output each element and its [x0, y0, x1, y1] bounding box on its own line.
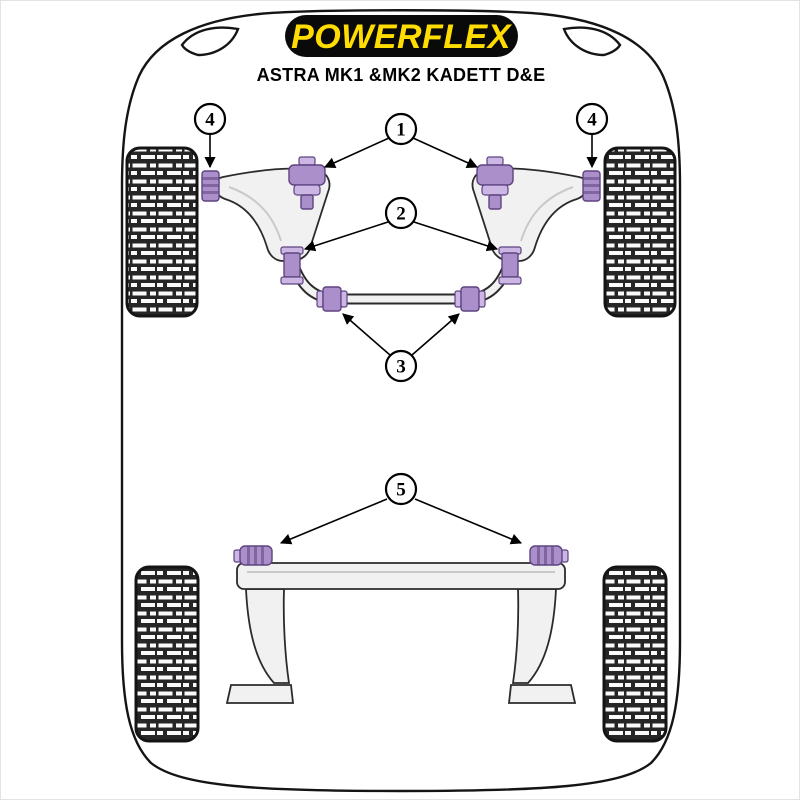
lower-bushing-left: [280, 246, 304, 285]
callout-1-arrow-left: [323, 137, 390, 168]
callout-5-arrow-right: [414, 498, 523, 545]
trailing-arm-right: [511, 588, 557, 684]
bushing-rib: [583, 184, 600, 187]
callout-1-arrow-right: [412, 137, 479, 168]
bushing-cap-left: [316, 290, 324, 308]
trailing-arm-foot-left: [225, 684, 295, 704]
trailing-arm-left: [245, 588, 291, 684]
callout-label: 4: [587, 110, 597, 131]
bushing-cap-right: [478, 290, 486, 308]
bushing-rib: [551, 546, 554, 565]
bushing-flange: [481, 184, 509, 196]
arb-clamp-bushing-left: [316, 286, 348, 312]
bushing-rib: [583, 191, 600, 194]
callout-3-arrow-right: [411, 313, 460, 356]
bushing-rib: [247, 546, 250, 565]
end-bushing-right: [582, 170, 601, 202]
callout-2: 2: [384, 196, 418, 230]
subframe-arm-left-shading: [228, 186, 282, 242]
callout-5-arrow-left: [279, 498, 388, 545]
bushing-body: [460, 286, 480, 312]
lower-bushing-right: [498, 246, 522, 285]
callout-circle: [384, 112, 418, 146]
bushing-body: [322, 286, 342, 312]
rear-axle: [225, 562, 577, 704]
bushing-rib: [202, 191, 219, 194]
callout-2-arrow-left: [303, 221, 389, 252]
tire-front-left: [125, 146, 199, 318]
wing-mirror-right-icon: [562, 26, 622, 57]
bushing-flange: [293, 184, 321, 196]
subframe-arm-right-shading: [520, 186, 574, 242]
bushing-bolt: [298, 156, 316, 166]
bushing-rib: [583, 177, 600, 180]
vehicle-model-title: ASTRA MK1 &MK2 KADETT D&E: [257, 65, 546, 85]
bushing-flange-bottom: [280, 276, 304, 285]
callout-circle: [575, 102, 609, 136]
bushing-cap-left: [454, 290, 462, 308]
arb-clamp-bushing-right: [454, 286, 486, 312]
tire-rear-left: [134, 565, 200, 743]
brand-banner: [285, 15, 518, 57]
bushing-rib: [537, 546, 540, 565]
callout-circle: [384, 472, 418, 506]
trailing-arm-foot-right: [507, 684, 577, 704]
bushing-stem: [488, 194, 502, 210]
rear-mount-bushing-left: [233, 545, 273, 566]
callout-label: 1: [396, 120, 406, 141]
bushing-rib: [202, 184, 219, 187]
tire-front-right: [603, 146, 677, 318]
rear-mount-bushing-right: [529, 545, 569, 566]
rear-beam: [236, 562, 566, 590]
callout-3-arrow-left: [342, 313, 391, 356]
tire-rear-right: [602, 565, 668, 743]
callout-4-left: 4: [193, 102, 227, 136]
top-mount-bushing-right: [476, 156, 514, 210]
bushing-body: [501, 252, 519, 278]
callout-1: 1: [384, 112, 418, 146]
bushing-cap-right: [340, 290, 348, 308]
callout-4-right: 4: [575, 102, 609, 136]
bushing-rib: [202, 177, 219, 180]
brand-logo-text: POWERFLEX: [291, 18, 513, 56]
bushing-body: [288, 164, 326, 186]
bushing-stem: [300, 194, 314, 210]
callout-3: 3: [384, 349, 418, 383]
callout-label: 4: [205, 110, 215, 131]
callout-5: 5: [384, 472, 418, 506]
wing-mirror-left-icon: [180, 26, 240, 57]
callout-circle: [384, 196, 418, 230]
bushing-flange-bottom: [498, 276, 522, 285]
callout-circle: [193, 102, 227, 136]
callout-label: 5: [396, 480, 406, 501]
callout-label: 3: [396, 357, 406, 378]
bushing-bolt: [486, 156, 504, 166]
bushing-rib: [261, 546, 264, 565]
bushing-rib: [254, 546, 257, 565]
bushing-rib: [544, 546, 547, 565]
callout-label: 2: [396, 204, 406, 225]
callout-2-arrow-right: [413, 221, 499, 252]
callout-circle: [384, 349, 418, 383]
top-mount-bushing-left: [288, 156, 326, 210]
bushing-body: [476, 164, 514, 186]
bushing-body: [283, 252, 301, 278]
end-bushing-left: [201, 170, 220, 202]
